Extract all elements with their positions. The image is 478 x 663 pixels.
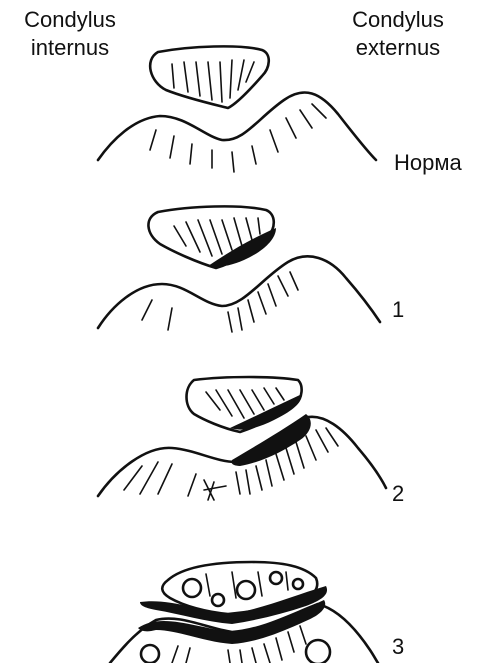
stage-1-drawing	[98, 206, 380, 332]
patella-stage-1	[148, 206, 273, 268]
cyst-circle	[306, 640, 330, 663]
cyst-circle	[212, 594, 224, 606]
stage-3-drawing	[110, 562, 378, 663]
femur-hatching-stage-1	[142, 272, 298, 332]
cyst-circle	[183, 579, 201, 597]
cartilage-thinning-stage-1	[208, 228, 276, 267]
cyst-circle	[270, 572, 282, 584]
stage-2-drawing	[98, 377, 386, 500]
cyst-circle	[293, 579, 303, 589]
cyst-circle	[141, 645, 159, 663]
cartilage-erosion-femur-stage-2	[231, 414, 310, 466]
stage-norm-drawing	[98, 46, 376, 172]
femur-hatching-stage-2	[124, 428, 338, 500]
cyst-circle	[237, 581, 255, 599]
